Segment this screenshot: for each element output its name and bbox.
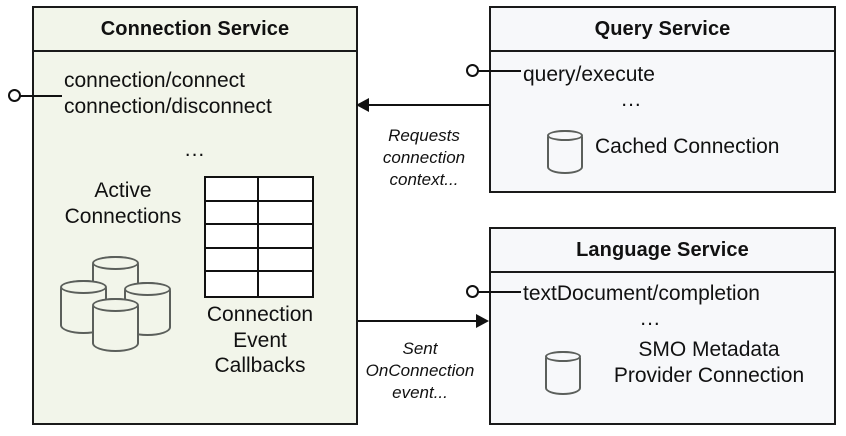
table-cell	[206, 201, 259, 226]
callbacks-label-line1: Connection	[206, 303, 314, 326]
language-service-api-list: textDocument/completion	[491, 281, 834, 307]
edge-label-line1: Sent	[402, 339, 438, 358]
edge-sent-onconnection-event-shaft	[358, 320, 477, 322]
edge-label-line3: context...	[389, 170, 459, 190]
query-service-body: query/execute ... Cached Connection	[491, 52, 834, 191]
api-connection-connect: connection/connect	[64, 69, 245, 92]
connection-service-interface-stem	[20, 95, 62, 97]
query-service-api-list: query/execute	[491, 62, 834, 88]
active-connections-label-line1: Active	[94, 179, 152, 202]
smo-metadata-label-line2: Provider Connection	[613, 363, 805, 387]
cached-connection-database-icon	[547, 130, 583, 174]
smo-metadata-provider-label: SMO Metadata Provider Connection	[589, 337, 829, 388]
database-cylinder-bottom	[92, 298, 139, 352]
language-service-body: textDocument/completion ... SMO Metadata…	[491, 273, 834, 423]
connection-event-callbacks-label: Connection Event Callbacks	[182, 302, 338, 379]
edge-label-line2: OnConnection	[365, 361, 475, 381]
table-cell	[206, 248, 259, 273]
table-cell	[259, 272, 312, 296]
smo-metadata-label-line1: SMO Metadata	[638, 338, 780, 361]
table-cell	[206, 178, 259, 202]
table-cell	[206, 225, 259, 249]
active-connections-label-line2: Connections	[64, 204, 182, 228]
active-connections-label: Active Connections	[40, 178, 206, 229]
api-query-execute: query/execute	[523, 63, 655, 86]
connection-service-api-ellipsis: ...	[184, 138, 206, 161]
connection-service-api-list: connection/connect connection/disconnect	[34, 68, 356, 121]
edge-label-line1: Requests	[388, 126, 460, 145]
query-service-interface-stem	[478, 70, 521, 72]
table-cell	[259, 178, 312, 202]
connection-service-title: Connection Service	[34, 8, 356, 52]
language-service-interface-stem	[478, 291, 521, 293]
connection-service-body: connection/connect connection/disconnect…	[34, 52, 356, 423]
edge-label-line3: event...	[392, 383, 448, 403]
edge-label-line2: connection	[382, 148, 466, 168]
edge-requests-connection-context-arrowhead	[356, 98, 369, 112]
query-service-title: Query Service	[491, 8, 834, 52]
language-service-title: Language Service	[491, 229, 834, 273]
component-query-service[interactable]: Query Service query/execute ... Cached C…	[489, 6, 836, 193]
table-cell	[259, 225, 312, 249]
callbacks-label-line2: Event	[233, 328, 287, 352]
table-cell	[259, 248, 312, 273]
query-service-api-ellipsis: ...	[621, 88, 642, 111]
component-connection-service[interactable]: Connection Service connection/connect co…	[32, 6, 358, 425]
edge-label-requests-connection-context: Requests connection context...	[360, 125, 488, 191]
component-language-service[interactable]: Language Service textDocument/completion…	[489, 227, 836, 425]
table-cell	[259, 201, 312, 226]
database-cluster-icon	[54, 254, 194, 354]
edge-label-sent-onconnection-event: Sent OnConnection event...	[355, 338, 485, 404]
table-cell	[206, 272, 259, 296]
edge-sent-onconnection-event-arrowhead	[476, 314, 489, 328]
edge-requests-connection-context-shaft	[368, 104, 489, 106]
api-textdocument-completion: textDocument/completion	[523, 282, 760, 305]
cached-connection-label: Cached Connection	[595, 135, 780, 158]
smo-metadata-provider-database-icon	[545, 351, 581, 395]
callbacks-label-line3: Callbacks	[214, 354, 306, 378]
language-service-api-ellipsis: ...	[640, 307, 661, 330]
api-connection-disconnect: connection/disconnect	[64, 95, 272, 119]
table-grid-icon	[204, 176, 314, 298]
